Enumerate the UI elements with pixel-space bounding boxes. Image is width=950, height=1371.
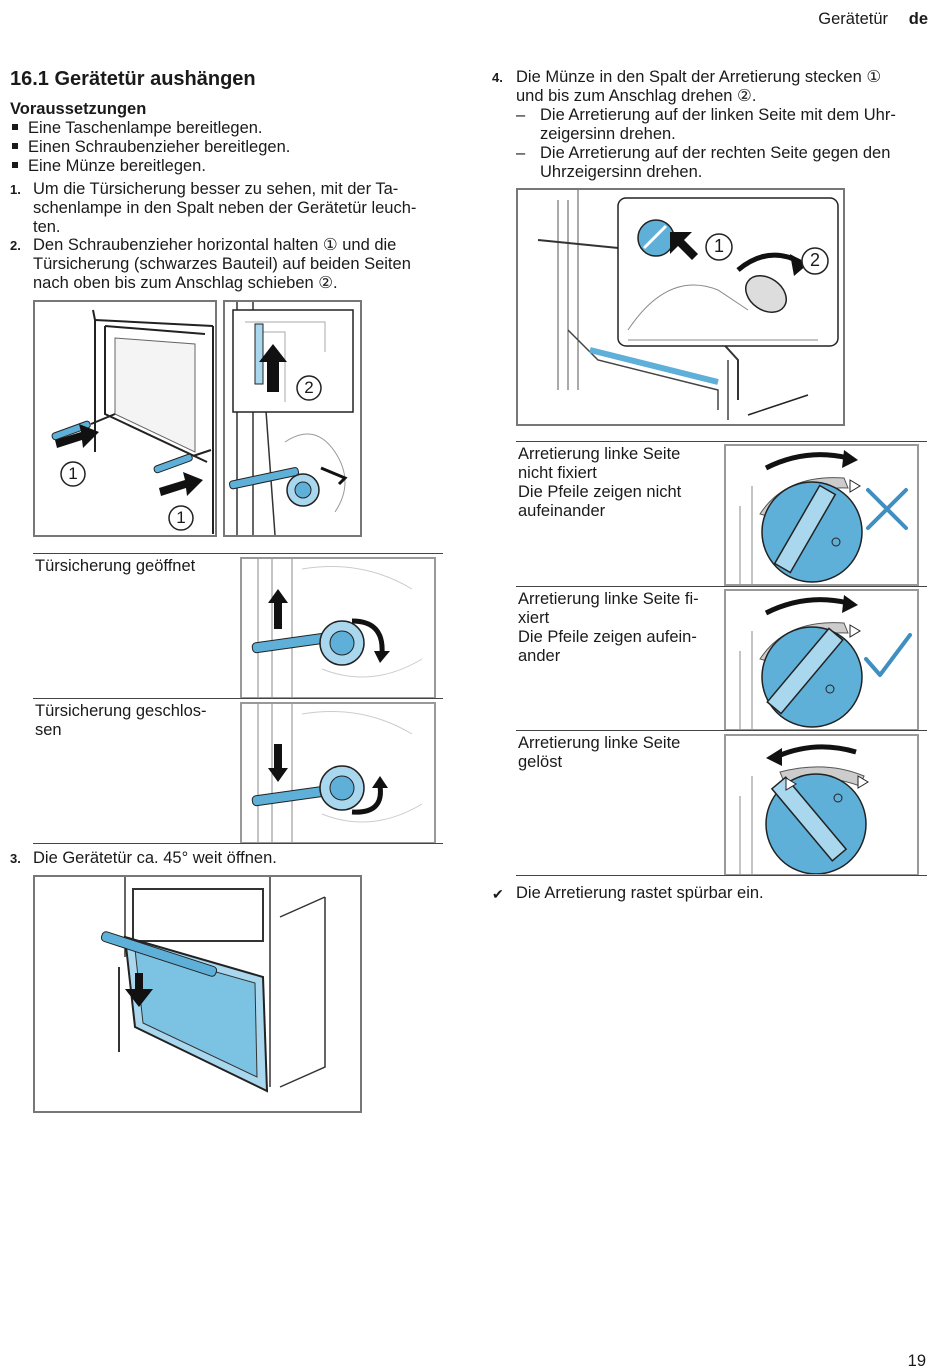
table-rule	[33, 843, 443, 844]
callout-1-label: 1	[176, 508, 186, 527]
substep-left-side: Die Arretierung auf der linken Seite mit…	[540, 106, 896, 144]
step-1-line: schenlampe in den Spalt neben der Geräte…	[33, 199, 417, 217]
oven-side-illustration	[51, 309, 214, 534]
prerequisite-item: Einen Schraubenzieher bereitlegen.	[12, 138, 290, 157]
lock-fixed-caption: Arretierung linke Seite fi- xiert Die Pf…	[518, 590, 699, 666]
table-rule	[516, 441, 927, 442]
prerequisites-heading: Voraussetzungen	[10, 100, 147, 118]
latch-open-illustration	[251, 559, 423, 697]
caption-line: Türsicherung geöffnet	[35, 557, 196, 575]
step-3-text: Die Gerätetür ca. 45° weit öffnen.	[33, 849, 277, 867]
cross-icon	[866, 488, 908, 530]
prerequisite-text: Einen Schraubenzieher bereitlegen.	[28, 138, 291, 156]
section-heading: 16.1 Gerätetür aushängen	[10, 68, 256, 90]
oven-door-open-illustration	[100, 877, 326, 1093]
callout-2-label: 2	[809, 250, 820, 270]
step-number: 2.	[10, 238, 21, 253]
caption-line: Arretierung linke Seite	[518, 445, 681, 463]
caption-line: Die Pfeile zeigen aufein-	[518, 628, 697, 646]
running-header-section: Gerätetür	[818, 10, 888, 28]
table-rule	[516, 730, 927, 731]
substep-line: Uhrzeigersinn drehen.	[540, 163, 703, 181]
figure-latch-closed	[240, 702, 436, 844]
callout-1-label: 1	[713, 236, 724, 256]
step-2-line: Den Schraubenzieher horizontal halten ① …	[33, 236, 397, 254]
step-1-text: Um die Türsicherung besser zu sehen, mit…	[33, 180, 416, 237]
prerequisite-text: Eine Taschenlampe bereitlegen.	[28, 119, 263, 137]
step-2-line: nach oben bis zum Anschlag schieben ②.	[33, 274, 338, 292]
substep-dash: –	[516, 144, 526, 162]
lock-fixed-illustration	[739, 595, 863, 729]
lock-not-fixed-caption: Arretierung linke Seite nicht fixiert Di…	[518, 445, 681, 521]
running-header-language: de	[908, 10, 928, 28]
lock-released-illustration	[739, 744, 869, 874]
callout-2-icon	[296, 375, 322, 401]
prerequisite-text: Eine Münze bereitlegen.	[28, 157, 206, 175]
caption-line: Arretierung linke Seite	[518, 734, 681, 752]
callout-2-icon	[801, 247, 829, 275]
result-check-mark-icon: ✔	[492, 886, 504, 902]
lock-not-fixed-illustration	[739, 450, 863, 584]
coin-lock-illustration	[537, 190, 839, 420]
caption-line: nicht fixiert	[518, 464, 597, 482]
result-text: Die Arretierung rastet spürbar ein.	[516, 884, 764, 902]
caption-line: Türsicherung geschlos-	[35, 702, 207, 720]
substep-line: Die Arretierung auf der linken Seite mit…	[540, 106, 896, 124]
caption-line: xiert	[518, 609, 550, 627]
figure-screwdriver-overview: 1 1	[33, 300, 217, 537]
latch-closed-illustration	[251, 704, 423, 842]
latch-open-caption: Türsicherung geöffnet	[35, 557, 195, 576]
substep-dash: –	[516, 106, 526, 124]
prerequisite-item: Eine Münze bereitlegen.	[12, 157, 206, 176]
caption-line: ander	[518, 647, 561, 665]
step-number: 4.	[492, 70, 503, 85]
caption-line: Arretierung linke Seite fi-	[518, 590, 699, 608]
step-number: 3.	[10, 851, 21, 866]
callout-1-icon	[60, 461, 86, 487]
page-number: 19	[907, 1352, 926, 1370]
caption-line: aufeinander	[518, 502, 606, 520]
step-2-line: Türsicherung (schwarzes Bauteil) auf bei…	[33, 255, 411, 273]
figure-lock-released	[724, 734, 919, 876]
table-rule	[33, 698, 443, 699]
caption-line: Die Pfeile zeigen nicht	[518, 483, 682, 501]
figure-lock-not-fixed	[724, 444, 919, 586]
substep-line: Die Arretierung auf der rechten Seite ge…	[540, 144, 891, 162]
figure-door-open-45	[33, 875, 362, 1113]
step-number: 1.	[10, 182, 21, 197]
substep-right-side: Die Arretierung auf der rechten Seite ge…	[540, 144, 890, 182]
table-rule	[516, 586, 927, 587]
callout-2-label: 2	[304, 378, 314, 397]
step-4-line: Die Münze in den Spalt der Arretierung s…	[516, 68, 882, 86]
caption-line: gelöst	[518, 753, 563, 771]
step-1-line: Um die Türsicherung besser zu sehen, mit…	[33, 180, 399, 198]
figure-door-latch-detail: 2	[223, 300, 362, 537]
step-4-text: Die Münze in den Spalt der Arretierung s…	[516, 68, 881, 106]
callout-1-label: 1	[68, 464, 78, 483]
check-icon	[864, 633, 912, 677]
step-1-line: ten.	[33, 218, 61, 236]
substep-line: zeigersinn drehen.	[540, 125, 676, 143]
callout-1-icon	[705, 233, 733, 261]
step-4-line: und bis zum Anschlag drehen ②.	[516, 87, 757, 105]
lock-released-caption: Arretierung linke Seite gelöst	[518, 734, 680, 772]
figure-latch-open	[240, 557, 436, 699]
callout-1-icon	[168, 505, 194, 531]
figure-coin-lock: 1 2	[516, 188, 845, 426]
table-rule	[516, 875, 927, 876]
figure-lock-fixed	[724, 589, 919, 731]
door-latch-illustration	[229, 302, 354, 535]
latch-closed-caption: Türsicherung geschlos- sen	[35, 702, 207, 740]
step-2-text: Den Schraubenzieher horizontal halten ① …	[33, 236, 411, 293]
caption-line: sen	[35, 721, 62, 739]
prerequisite-item: Eine Taschenlampe bereitlegen.	[12, 119, 263, 138]
table-rule	[33, 553, 443, 554]
